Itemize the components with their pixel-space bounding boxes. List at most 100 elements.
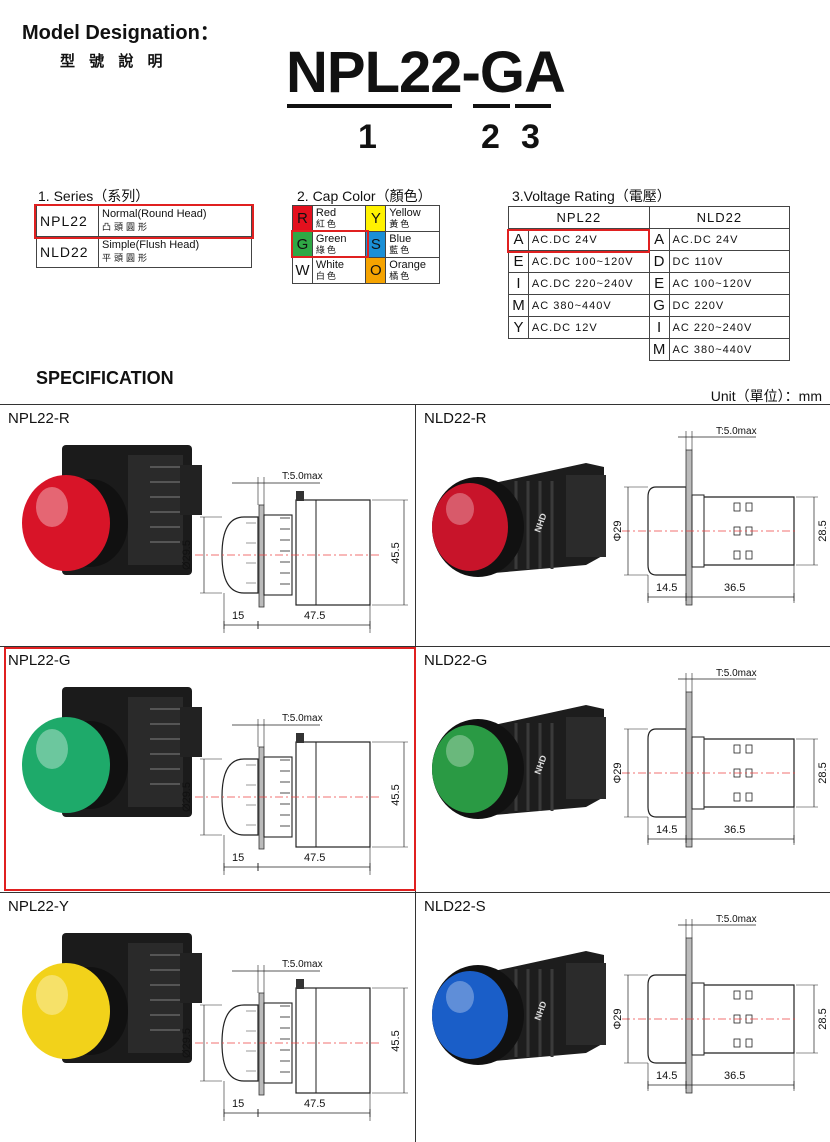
color-name-cn: 橘色 <box>389 270 412 281</box>
voltage-value: AC 380~440V <box>668 338 791 361</box>
series-highlight-box <box>34 204 254 239</box>
lamp-lens <box>22 475 110 571</box>
unit-label: Unit（單位）：mm <box>710 388 822 404</box>
series-desc: Normal(Round Head)凸頭圓形 <box>98 205 252 237</box>
lamp-lens-highlight <box>446 493 474 525</box>
dimension-text: Ø29.5 <box>181 782 193 812</box>
dimension-text: Φ29 <box>612 520 624 541</box>
product-photo <box>22 687 202 817</box>
technical-drawing: T:5.0max 15 47.5 Ø29.5 45.5 <box>181 959 408 1121</box>
color-name-en: Orange <box>389 258 426 271</box>
position-number-1: 1 <box>358 118 377 156</box>
drawing-terminal <box>745 1038 753 1048</box>
voltage-column-header: NLD22 <box>648 206 791 229</box>
color-swatch: Y <box>365 205 387 232</box>
dimension-text: 45.5 <box>390 784 402 805</box>
lamp-lens <box>432 483 508 571</box>
series-desc-en: Simple(Flush Head) <box>102 239 200 251</box>
voltage-code: M <box>648 338 670 361</box>
voltage-code: E <box>648 272 670 295</box>
lamp-rear <box>566 717 606 799</box>
position-number-2: 2 <box>481 118 500 156</box>
page-subtitle: 型 號 說 明 <box>60 53 168 70</box>
drawing-terminal <box>745 744 753 754</box>
lamp-clip <box>180 465 202 515</box>
series-desc-cn: 平頭圓形 <box>102 253 151 263</box>
panel-label: NPL22-G <box>8 652 71 669</box>
dimension-text: 28.5 <box>817 1008 829 1029</box>
color-swatch: O <box>365 257 387 284</box>
voltage-code: A <box>648 228 670 251</box>
dimension-text: T:5.0max <box>716 426 757 437</box>
color-swatch: S <box>365 231 387 258</box>
color-name-en: Yellow <box>389 206 421 219</box>
voltage-code: G <box>648 294 670 317</box>
dimension-text: Ø29.5 <box>181 1028 193 1058</box>
voltage-value: AC.DC 12V <box>527 316 650 339</box>
voltage-code: I <box>508 272 529 295</box>
cap-color-title: 2. Cap Color（顏色） <box>297 188 432 204</box>
lamp-clip <box>180 953 202 1003</box>
color-name-cn: 黃色 <box>389 218 412 229</box>
lamp-contact-block <box>128 943 183 1053</box>
voltage-code: M <box>508 294 529 317</box>
series-code: NLD22 <box>36 236 99 268</box>
drawing-terminal <box>745 550 753 560</box>
drawing-contact-block <box>295 741 371 848</box>
spec-panel-npl22-y: T:5.0max 15 47.5 Ø29.5 45.5 <box>22 933 408 1121</box>
dimension-text: 15 <box>232 1098 244 1110</box>
table-row: NPL22 Normal(Round Head)凸頭圓形 <box>36 205 252 237</box>
drawing-latch <box>296 491 304 501</box>
cap-color-highlight-box <box>291 230 369 258</box>
dimension-text: Φ29 <box>612 762 624 783</box>
drawing-terminal <box>733 990 741 1000</box>
drawing-body <box>704 738 795 808</box>
dimension-text: 47.5 <box>304 1098 325 1110</box>
panel-label: NLD22-R <box>424 410 487 427</box>
drawing-cap <box>647 728 687 818</box>
lamp-lens-highlight <box>36 975 68 1015</box>
drawing-terminal <box>745 990 753 1000</box>
voltage-value: AC 100~120V <box>668 272 791 295</box>
dimension-text: T:5.0max <box>282 959 323 970</box>
drawing-latch <box>296 733 304 743</box>
voltage-code: D <box>648 250 670 273</box>
voltage-value: DC 110V <box>668 250 791 273</box>
table-row: NLD22 Simple(Flush Head) 平頭圓形 <box>36 236 252 268</box>
voltage-code: E <box>508 250 529 273</box>
voltage-value: DC 220V <box>668 294 791 317</box>
drawing-panel <box>258 504 265 608</box>
panel-label: NPL22-R <box>8 410 70 427</box>
dimension-text: 45.5 <box>390 1030 402 1051</box>
lamp-rear <box>566 475 606 557</box>
voltage-highlight-box <box>507 229 650 253</box>
dimension-text: 47.5 <box>304 852 325 864</box>
specification-title: SPECIFICATION <box>36 368 174 388</box>
dimension-text: Ø29.5 <box>181 540 193 570</box>
underline-series <box>287 104 452 108</box>
dimension-text: T:5.0max <box>716 668 757 679</box>
drawing-terminal <box>745 502 753 512</box>
color-swatch: G <box>292 231 313 258</box>
color-name-cn: 白色 <box>315 270 338 281</box>
dimension-text: 36.5 <box>724 1070 745 1082</box>
lamp-lens <box>22 717 110 813</box>
panel-label: NLD22-S <box>424 898 486 915</box>
voltage-value: AC.DC 220~240V <box>527 272 650 295</box>
drawing-panel <box>685 937 693 1094</box>
